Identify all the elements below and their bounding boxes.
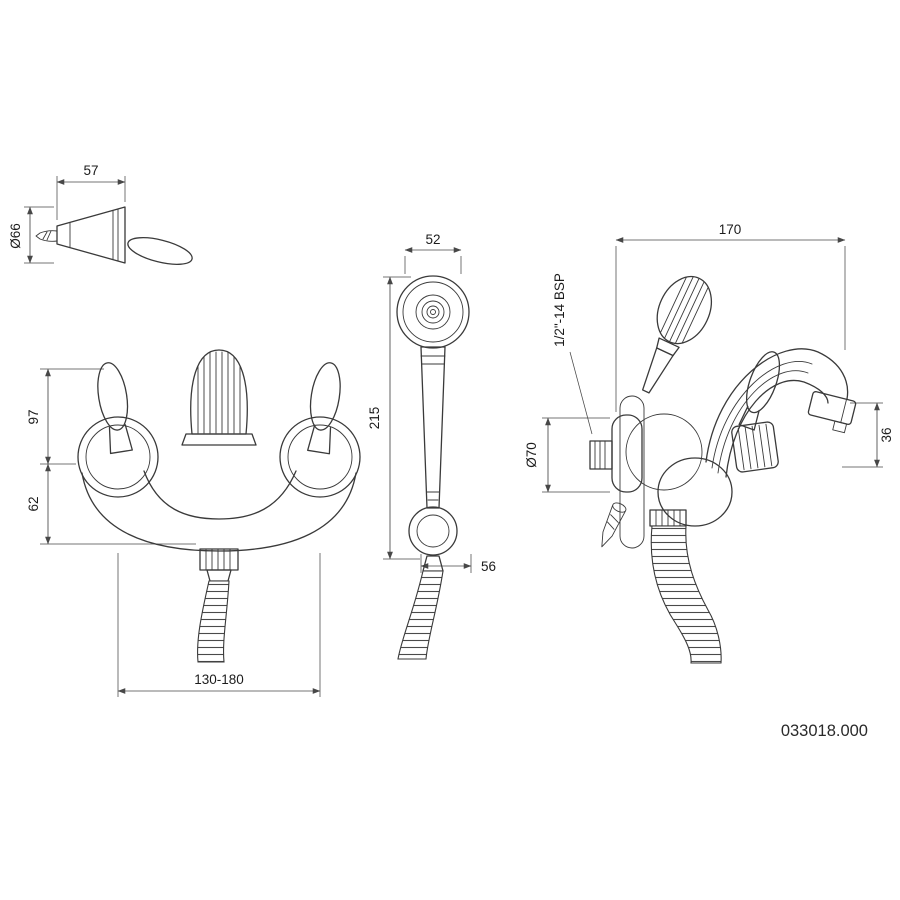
fixing-screw bbox=[35, 230, 58, 242]
dim-side-spout-drop: 36 bbox=[879, 427, 894, 442]
side-hose-nut bbox=[649, 509, 687, 527]
wall-flange bbox=[611, 414, 643, 493]
dim-bracket-width: 57 bbox=[83, 163, 98, 178]
shower-hose-connector bbox=[422, 555, 444, 572]
side-hose bbox=[650, 525, 722, 664]
dim-shower-head-width: 52 bbox=[425, 232, 440, 247]
front-hose bbox=[197, 580, 230, 663]
dim-front-lower-height: 62 bbox=[26, 496, 41, 511]
right-lever bbox=[307, 362, 341, 455]
dim-front-width-range: 130-180 bbox=[194, 672, 244, 687]
shower-head bbox=[396, 275, 470, 349]
hose-nut bbox=[199, 548, 239, 582]
dim-side-escutcheon-diameter: Ø70 bbox=[524, 442, 539, 468]
thread-nipple bbox=[589, 440, 613, 470]
dim-bracket-diameter: Ø66 bbox=[8, 223, 23, 249]
shower-hose bbox=[397, 570, 444, 660]
side-escutcheon bbox=[625, 413, 703, 491]
wall-cone bbox=[56, 206, 126, 264]
wall-plate bbox=[619, 395, 645, 549]
side-view: 170 1/2"-14 BSP Ø70 36 bbox=[524, 222, 894, 664]
dim-side-depth: 170 bbox=[719, 222, 742, 237]
part-number: 033018.000 bbox=[781, 722, 868, 740]
aerator bbox=[807, 391, 857, 434]
hanger-ring bbox=[408, 506, 458, 556]
spout bbox=[705, 348, 849, 478]
front-view: 97 62 130-180 bbox=[26, 349, 361, 697]
mixer-body bbox=[81, 470, 357, 552]
handshower-view: 52 215 56 bbox=[367, 232, 496, 660]
dim-front-upper-height: 97 bbox=[26, 409, 41, 424]
dim-shower-hook-offset: 56 bbox=[481, 559, 496, 574]
spout-base bbox=[731, 421, 779, 473]
side-body bbox=[657, 457, 733, 527]
right-escutcheon bbox=[279, 416, 361, 498]
label-thread-size: 1/2"-14 BSP bbox=[552, 273, 567, 347]
left-lever bbox=[97, 362, 133, 455]
bracket-view: 57 Ø66 bbox=[8, 163, 193, 265]
side-shower bbox=[641, 271, 713, 394]
diverter-cap bbox=[181, 349, 257, 446]
bracket-lever bbox=[127, 237, 193, 265]
side-lever bbox=[738, 351, 781, 431]
left-escutcheon bbox=[77, 416, 159, 498]
fixing-screw-side bbox=[601, 502, 627, 548]
shower-handle bbox=[420, 346, 446, 509]
dim-shower-length: 215 bbox=[367, 407, 382, 430]
